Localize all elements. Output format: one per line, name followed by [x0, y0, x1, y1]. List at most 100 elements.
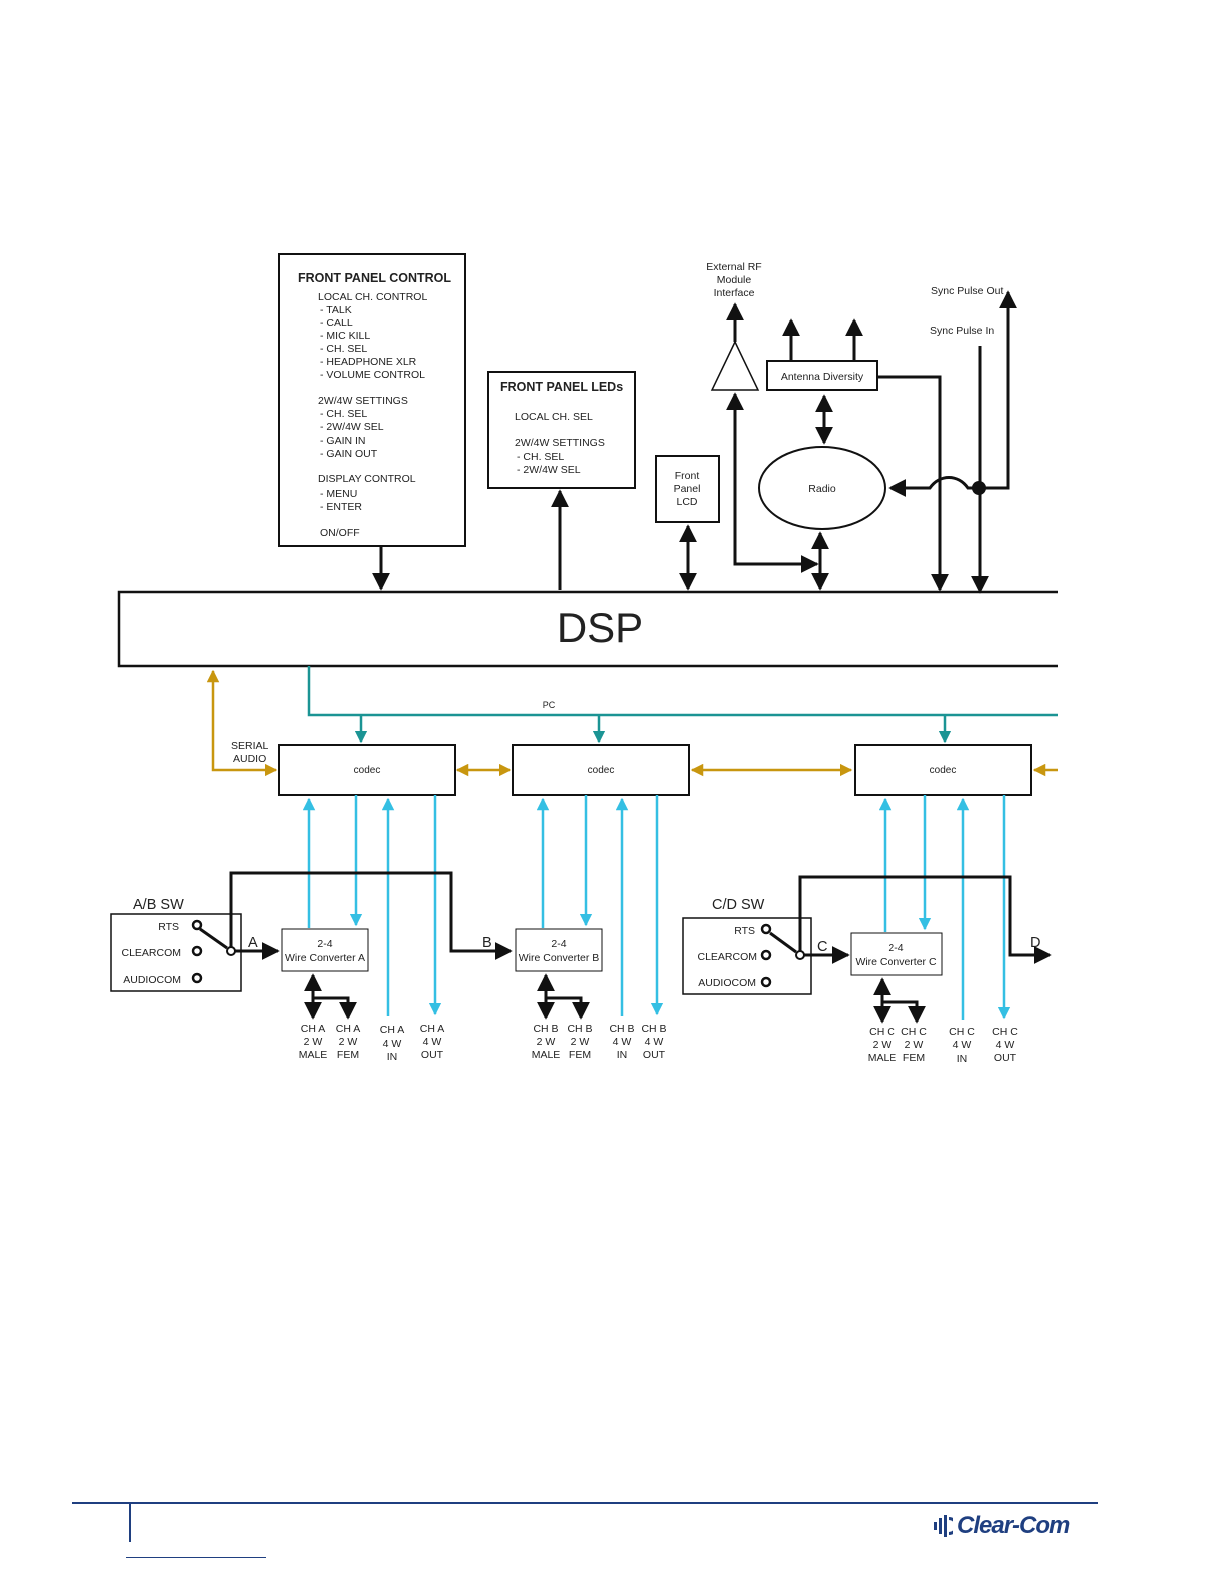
- connector-label: IN: [387, 1051, 398, 1063]
- fpc-line: - TALK: [320, 304, 352, 316]
- line-label-b: B: [482, 935, 492, 951]
- connector-label: 2 W: [304, 1036, 323, 1048]
- rf-radio-line: [726, 392, 819, 573]
- line-label-a: A: [248, 935, 258, 951]
- fpl-line: - CH. SEL: [517, 451, 564, 463]
- converter-c-box: [850, 932, 943, 976]
- connector-label: CH C: [869, 1026, 895, 1038]
- pc-label: PC: [543, 700, 556, 710]
- connector-label: CH C: [949, 1026, 975, 1038]
- connector-label: 4 W: [645, 1036, 664, 1048]
- ab-option-label: AUDIOCOM: [123, 974, 181, 986]
- converter-b-box: [515, 928, 603, 972]
- converter-a-label: Wire Converter A: [285, 952, 365, 964]
- lcd-label: Panel: [674, 483, 701, 495]
- codec-b-label: codec: [588, 765, 615, 776]
- cd-switch-title: C/D SW: [712, 897, 765, 913]
- converter-b-label: Wire Converter B: [519, 952, 600, 964]
- connector-label: 4 W: [613, 1036, 632, 1048]
- connector-label: CH A: [301, 1023, 326, 1035]
- front-panel-leds-box: [487, 371, 636, 489]
- cd-terminal-audiocom: [760, 976, 772, 988]
- front-panel-leds-title: FRONT PANEL LEDs: [500, 380, 623, 394]
- connector-label: 4 W: [953, 1039, 972, 1051]
- connector-label: IN: [617, 1049, 628, 1061]
- fpc-line: - CH. SEL: [320, 343, 367, 355]
- connector-label: 4 W: [423, 1036, 442, 1048]
- cd-terminal-clearcom: [760, 949, 772, 961]
- fpl-line: 2W/4W SETTINGS: [515, 437, 605, 449]
- amplifier-triangle: [710, 340, 760, 391]
- fpc-line: - MENU: [320, 488, 357, 500]
- connector-label: CH B: [641, 1023, 666, 1035]
- ab-option-label: RTS: [158, 921, 179, 933]
- ab-switch-lever: [199, 927, 228, 950]
- connector-label: MALE: [532, 1049, 561, 1061]
- line-label-c: C: [817, 939, 827, 955]
- sync-pulse-out-label: Sync Pulse Out: [931, 285, 1003, 297]
- converter-a-box: [281, 928, 369, 972]
- codec-b-box: [512, 744, 690, 796]
- connector-label: CH B: [609, 1023, 634, 1035]
- ab-terminal-rts: [191, 919, 203, 931]
- serial-audio-label: SERIAL: [231, 740, 269, 752]
- ab-switch-pivot: [226, 946, 236, 956]
- connector-label: OUT: [994, 1052, 1017, 1064]
- sync-to-radio-line: [888, 476, 980, 497]
- conv-c-2w-fem-arrow: [882, 1000, 926, 1024]
- ab-switch-title: A/B SW: [133, 897, 184, 913]
- fpc-line: - CALL: [320, 317, 353, 329]
- serial-audio-label: AUDIO: [233, 753, 266, 765]
- connector-label: FEM: [903, 1052, 925, 1064]
- radio-label: Radio: [808, 483, 836, 495]
- antenna-diversity-label: Antenna Diversity: [781, 371, 864, 383]
- converter-c-label: Wire Converter C: [855, 956, 937, 968]
- clear-com-logo: Clear-Com: [933, 1512, 1070, 1540]
- front-panel-lcd-box: [655, 455, 720, 523]
- connector-label: 4 W: [996, 1039, 1015, 1051]
- footer-tick: [129, 1504, 131, 1542]
- sync-junction-dot: [972, 481, 986, 495]
- converter-a-label: 2-4: [317, 938, 332, 950]
- lcd-label: Front: [675, 470, 700, 482]
- ab-option-label: CLEARCOM: [121, 947, 181, 959]
- connector-label: 2 W: [905, 1039, 924, 1051]
- connector-label: 2 W: [339, 1036, 358, 1048]
- connector-label: CH B: [567, 1023, 592, 1035]
- ab-terminal-clearcom: [191, 945, 203, 957]
- connector-label: MALE: [868, 1052, 897, 1064]
- dsp-box: [117, 590, 1058, 668]
- fpc-line: - GAIN IN: [320, 435, 366, 447]
- connector-label: 4 W: [383, 1038, 402, 1050]
- fpc-line: - 2W/4W SEL: [320, 421, 384, 433]
- connector-label: FEM: [337, 1049, 359, 1061]
- fpl-line: - 2W/4W SEL: [517, 464, 581, 476]
- cd-switch-pivot: [795, 950, 805, 960]
- sync-out-line: [980, 290, 1017, 490]
- connector-label: CH A: [380, 1024, 405, 1036]
- connector-label: 2 W: [873, 1039, 892, 1051]
- connector-label: 2 W: [571, 1036, 590, 1048]
- front-panel-control-box: [278, 253, 466, 547]
- fpc-line: - HEADPHONE XLR: [320, 356, 417, 368]
- connector-label: IN: [957, 1053, 968, 1065]
- fpc-line: - VOLUME CONTROL: [320, 369, 425, 381]
- fpc-line: DISPLAY CONTROL: [318, 473, 416, 485]
- cd-terminal-rts: [760, 923, 772, 935]
- connector-label: MALE: [299, 1049, 328, 1061]
- connector-label: CH A: [336, 1023, 361, 1035]
- cd-option-label: CLEARCOM: [697, 951, 757, 963]
- line-label-d: D: [1030, 935, 1040, 951]
- converter-c-label: 2-4: [888, 942, 903, 954]
- external-rf-label: Module: [717, 274, 752, 286]
- sync-pulse-in-label: Sync Pulse In: [930, 325, 994, 337]
- antenna-to-dsp-line: [877, 375, 949, 592]
- cd-switch-lever: [769, 931, 797, 954]
- fpl-line: LOCAL CH. SEL: [515, 411, 593, 423]
- fpc-line: - GAIN OUT: [320, 448, 378, 460]
- ab-terminal-audiocom: [191, 972, 203, 984]
- connector-label: FEM: [569, 1049, 591, 1061]
- ab-to-b-line: [229, 871, 513, 960]
- fpc-line: - CH. SEL: [320, 408, 367, 420]
